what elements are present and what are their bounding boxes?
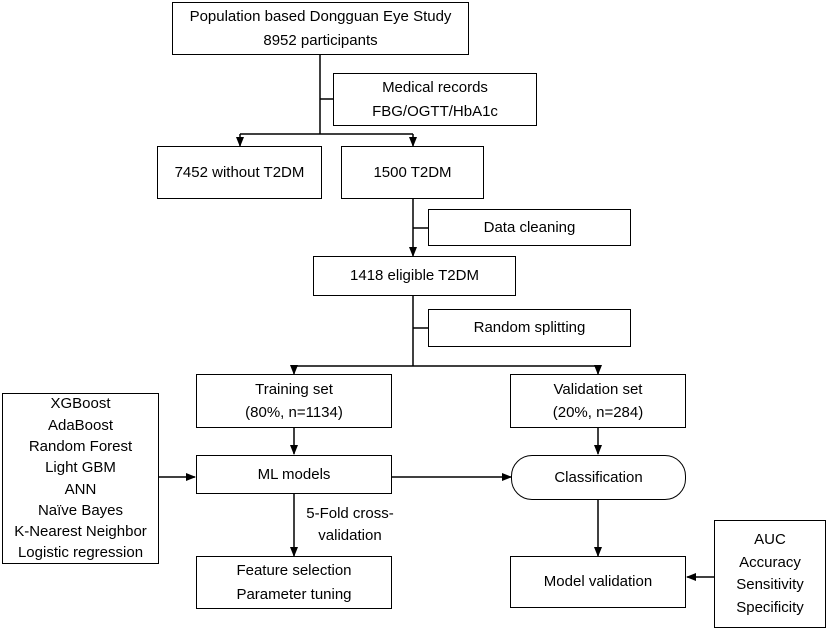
- without-t2dm-box: 7452 without T2DM: [157, 146, 322, 199]
- training-set-size: (80%, n=1134): [245, 404, 343, 421]
- metric-item: AUC: [754, 531, 786, 548]
- ml-models-box: ML models: [196, 455, 392, 494]
- model-validation-label: Model validation: [543, 573, 653, 591]
- population-count: 8952 participants: [263, 31, 378, 49]
- ml-models-label: ML models: [257, 465, 331, 483]
- data-cleaning-label: Data cleaning: [483, 218, 576, 236]
- eligible-t2dm-box: 1418 eligible T2DM: [313, 256, 516, 296]
- cross-validation-label: 5-Fold cross- validation: [300, 503, 400, 547]
- feature-selection-box: Feature selection Parameter tuning: [196, 556, 392, 609]
- metric-item: Accuracy: [739, 553, 801, 571]
- validation-set-box: Validation set (20%, n=284): [510, 374, 686, 428]
- feature-selection-label: Feature selection: [236, 562, 352, 580]
- training-set-title: Training set: [255, 380, 333, 398]
- t2dm-box: 1500 T2DM: [341, 146, 484, 199]
- random-splitting-box: Random splitting: [428, 309, 631, 347]
- parameter-tuning-label: Parameter tuning: [236, 585, 352, 603]
- algorithm-item: Random Forest: [28, 437, 133, 455]
- training-set-box: Training set (80%, n=1134): [196, 374, 392, 428]
- classification-label: Classification: [554, 468, 643, 486]
- algorithms-box: XGBoost AdaBoost Random Forest Light GBM…: [2, 393, 159, 564]
- metrics-box: AUC Accuracy Sensitivity Specificity: [714, 520, 826, 628]
- cross-validation-line1: 5-Fold cross-: [306, 505, 394, 522]
- algorithm-item: Naïve Bayes: [37, 501, 124, 519]
- model-validation-box: Model validation: [510, 556, 686, 608]
- algorithm-item: AdaBoost: [47, 416, 114, 434]
- medical-records-title: Medical records: [382, 79, 488, 97]
- validation-set-title: Validation set: [553, 380, 643, 398]
- algorithm-item: ANN: [64, 480, 97, 498]
- population-title: Population based Dongguan Eye Study: [189, 8, 452, 26]
- validation-set-size: (20%, n=284): [552, 404, 644, 421]
- data-cleaning-box: Data cleaning: [428, 209, 631, 246]
- algorithm-item: Logistic regression: [17, 544, 144, 562]
- classification-terminal: Classification: [511, 455, 686, 500]
- population-box: Population based Dongguan Eye Study 8952…: [172, 2, 469, 55]
- algorithm-item: K-Nearest Neighbor: [14, 523, 147, 541]
- t2dm-label: 1500 T2DM: [373, 163, 452, 181]
- without-t2dm-label: 7452 without T2DM: [174, 163, 305, 181]
- medical-records-tests: FBG/OGTT/HbA1c: [372, 102, 498, 120]
- eligible-t2dm-label: 1418 eligible T2DM: [350, 267, 479, 285]
- medical-records-box: Medical records FBG/OGTT/HbA1c: [333, 73, 537, 126]
- cross-validation-line2: validation: [318, 526, 382, 544]
- random-splitting-label: Random splitting: [473, 319, 586, 337]
- algorithm-item: Light GBM: [45, 459, 116, 477]
- metric-item: Specificity: [736, 598, 804, 616]
- metric-item: Sensitivity: [736, 576, 804, 593]
- algorithm-item: XGBoost: [50, 395, 111, 413]
